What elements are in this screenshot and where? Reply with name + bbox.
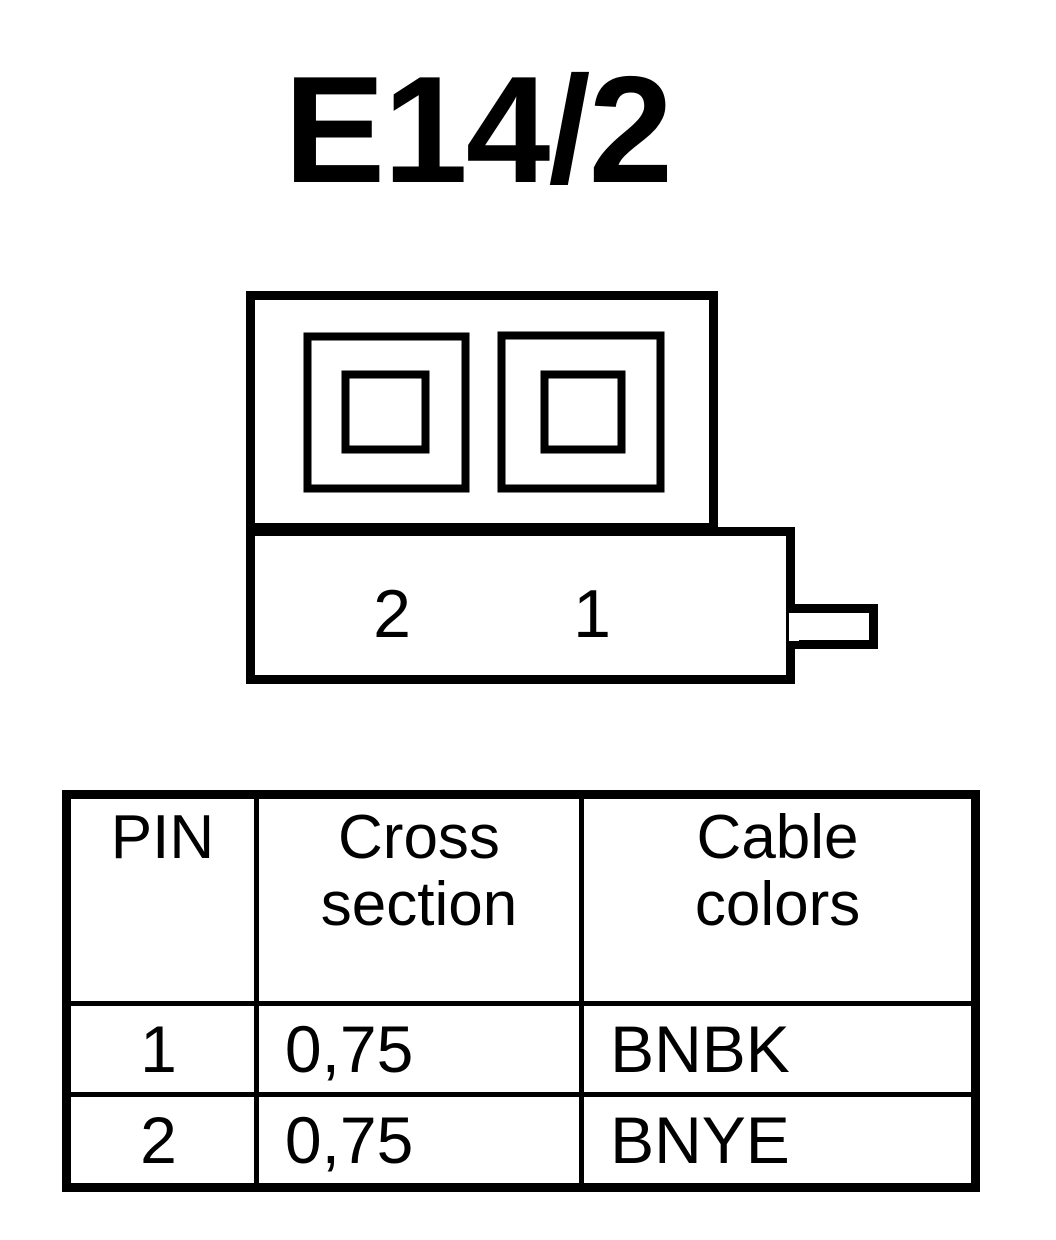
column-header-cross-section: Cross section	[253, 792, 585, 1006]
column-header-cross-section-line-1: Cross	[338, 803, 500, 872]
tab-seam-mask	[789, 613, 799, 641]
diagram-pin-label-2: 2	[373, 576, 411, 652]
terminal-cavity-pin-2	[303, 332, 470, 493]
column-header-pin: PIN	[64, 792, 259, 1006]
terminal-cavity-pin-1	[497, 331, 665, 493]
connector-housing-upper	[246, 291, 718, 532]
diagram-pin-label-1: 1	[573, 576, 611, 652]
cell-pin: 1	[64, 1001, 259, 1097]
cell-pin: 2	[64, 1092, 259, 1190]
pinout-table: PIN Cross section Cable colors 1 0,75 BN…	[62, 790, 980, 1192]
column-header-cable-colors-line-2: colors	[694, 869, 861, 939]
page-title: E14/2	[283, 45, 673, 215]
cell-cross-section: 0,75	[253, 1001, 585, 1097]
column-header-cable-colors-line-1: Cable	[696, 803, 859, 872]
column-header-cross-section-line-2: section	[320, 869, 518, 939]
cell-cable-colors: BNBK	[579, 1001, 978, 1097]
column-header-cable-colors: Cable colors	[579, 792, 978, 1006]
column-header-pin-line-1: PIN	[110, 803, 215, 872]
table-header-row: PIN Cross section Cable colors	[64, 792, 978, 1006]
terminal-contact-pin-1	[540, 370, 626, 454]
table-row: 2 0,75 BNYE	[64, 1092, 978, 1190]
cell-cable-colors: BNYE	[579, 1092, 978, 1190]
connector-locking-tab	[790, 604, 878, 649]
table-row: 1 0,75 BNBK	[64, 1001, 978, 1097]
connector-housing-lower	[246, 527, 795, 684]
terminal-contact-pin-2	[341, 370, 430, 454]
cell-cross-section: 0,75	[253, 1092, 585, 1190]
